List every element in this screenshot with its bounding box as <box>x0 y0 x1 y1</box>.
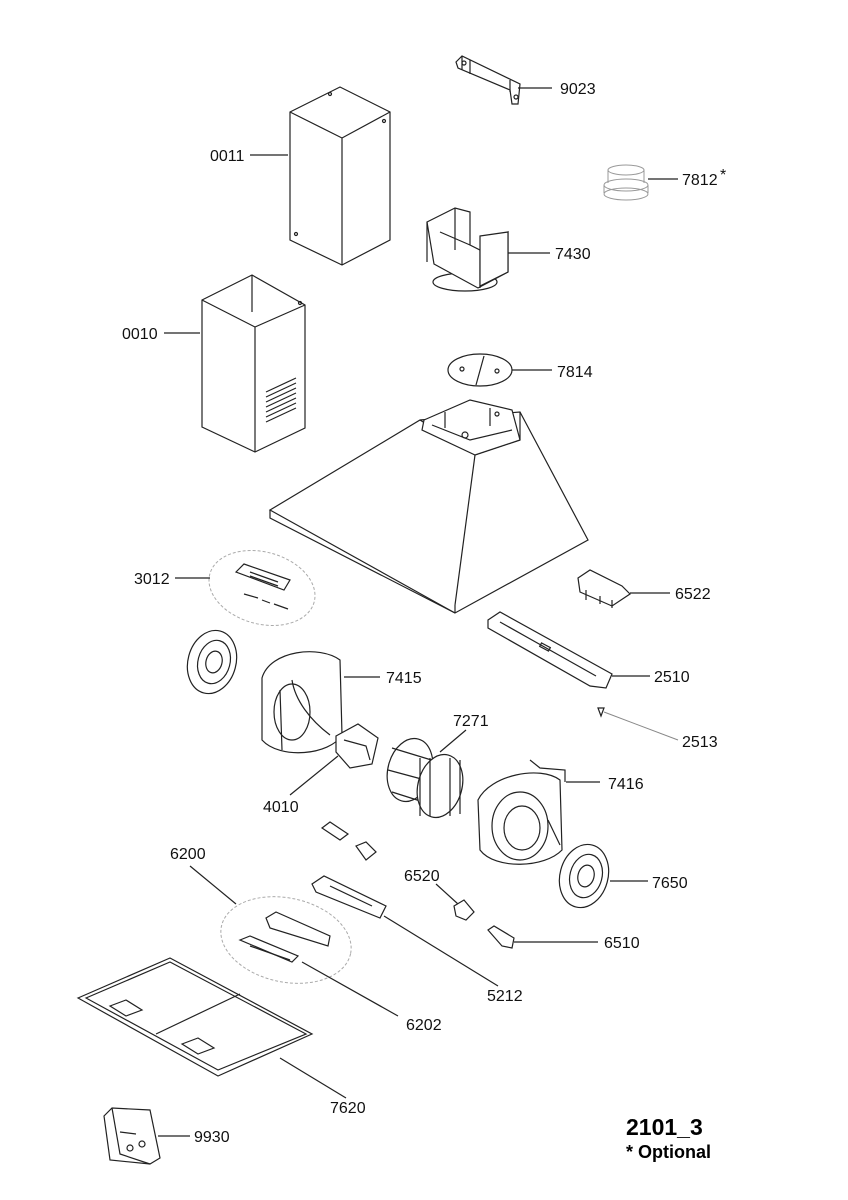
left-fan-cover <box>186 629 238 695</box>
vent-grille <box>265 377 297 423</box>
part-label-2513: 2513 <box>682 734 718 751</box>
part-7416-scroll-housing <box>477 759 566 865</box>
optional-asterisk: * <box>720 167 726 184</box>
part-0010-lower-chimney <box>201 274 306 453</box>
part-label-7650: 7650 <box>652 875 688 892</box>
part-7430-adapter <box>426 207 509 292</box>
part-label-0011: 0011 <box>210 148 245 165</box>
part-label-6510: 6510 <box>604 935 640 952</box>
optional-note: * Optional <box>626 1142 711 1162</box>
part-label-6520: 6520 <box>404 868 440 885</box>
part-label-0010: 0010 <box>122 326 158 343</box>
part-6520-lamp-holder <box>453 899 475 921</box>
part-7271-blower-wheel <box>386 737 464 819</box>
part-9023-bracket <box>455 55 521 105</box>
part-label-4010: 4010 <box>263 799 299 816</box>
part-label-7620: 7620 <box>330 1100 366 1117</box>
part-6522-clip <box>577 569 631 608</box>
part-7814-plate <box>447 353 513 387</box>
part-label-7812: 7812 <box>682 172 718 189</box>
part-label-2510: 2510 <box>654 669 690 686</box>
part-0011-upper-chimney <box>289 86 391 266</box>
part-7620-grease-filters <box>76 957 314 1077</box>
part-7650-fan-cover <box>558 843 610 909</box>
part-2510-light-strip <box>487 611 613 689</box>
part-3012-control-panel <box>208 550 316 626</box>
part-2513-screw <box>597 707 605 718</box>
part-7415-scroll-housing <box>261 651 343 754</box>
part-label-5212: 5212 <box>487 988 523 1005</box>
part-label-7430: 7430 <box>555 246 591 263</box>
part-label-6202: 6202 <box>406 1017 442 1034</box>
part-label-9930: 9930 <box>194 1129 230 1146</box>
drawing-code: 2101_3 <box>626 1114 703 1140</box>
part-label-3012: 3012 <box>134 571 170 588</box>
part-6510-lamp <box>487 925 515 949</box>
part-4010-motor <box>335 723 379 769</box>
part-label-7415: 7415 <box>386 670 422 687</box>
part-label-6522: 6522 <box>675 586 711 603</box>
part-5212-light-fixture <box>311 875 387 919</box>
part-label-9023: 9023 <box>560 81 596 98</box>
hood-body <box>268 399 589 614</box>
part-9930-hardware-bag <box>103 1107 161 1165</box>
part-6200-switch-assembly <box>220 896 352 984</box>
part-label-7416: 7416 <box>608 776 644 793</box>
part-7812-ring <box>603 164 649 201</box>
part-label-6200: 6200 <box>170 846 206 863</box>
part-label-7814: 7814 <box>557 364 593 381</box>
part-label-7271: 7271 <box>453 713 489 730</box>
connector-parts <box>320 821 377 861</box>
